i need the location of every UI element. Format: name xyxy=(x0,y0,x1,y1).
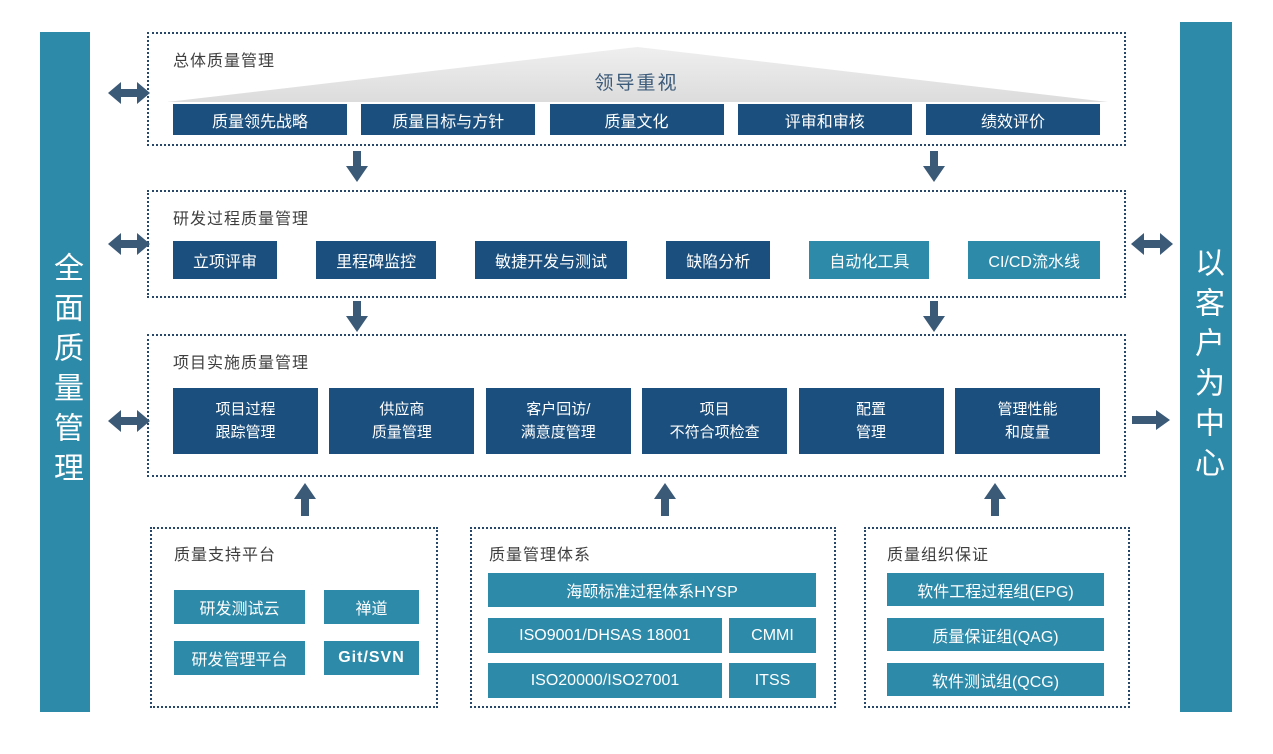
item-line1: 项目 xyxy=(699,400,730,418)
item-rd-test-cloud: 研发测试云 xyxy=(174,590,305,624)
item-rd-management-platform: 研发管理平台 xyxy=(174,641,305,675)
item-quality-strategy: 质量领先战略 xyxy=(173,104,347,135)
item-line1: 供应商 xyxy=(379,400,425,418)
item-performance-eval: 绩效评价 xyxy=(926,104,1100,135)
item-review-audit: 评审和审核 xyxy=(737,104,912,135)
item-milestone-monitoring: 里程碑监控 xyxy=(316,241,437,279)
item-line2: 跟踪管理 xyxy=(215,424,276,441)
item-git-svn: Git/SVN xyxy=(324,641,419,675)
up-arrow-icon xyxy=(654,483,676,516)
item-customer-visit-satisfaction: 客户回访/ 满意度管理 xyxy=(485,388,631,454)
item-configuration-management: 配置 管理 xyxy=(798,388,944,454)
down-arrow-icon xyxy=(923,301,945,332)
item-line2: 满意度管理 xyxy=(520,424,596,441)
section-title: 质量支持平台 xyxy=(174,547,277,564)
item-line2: 质量管理 xyxy=(371,424,432,441)
item-hysp-standard-process: 海颐标准过程体系HYSP xyxy=(488,573,816,607)
item-line2: 和度量 xyxy=(1004,424,1050,441)
down-arrow-icon xyxy=(346,301,368,332)
section-title: 质量管理体系 xyxy=(489,547,592,564)
item-defect-analysis: 缺陷分析 xyxy=(666,241,771,279)
leadership-banner: 领导重视 xyxy=(594,73,679,94)
item-itss: ITSS xyxy=(729,663,816,698)
item-supplier-quality: 供应商 质量管理 xyxy=(329,388,475,454)
double-arrow-icon xyxy=(108,82,150,104)
item-iso20000-iso27001: ISO20000/ISO27001 xyxy=(488,663,722,698)
section-rd-process-quality: 研发过程质量管理 立项评审 里程碑监控 敏捷开发与测试 缺陷分析 自动化工具 C… xyxy=(147,190,1126,298)
section-title: 项目实施质量管理 xyxy=(173,355,310,372)
overall-items-row: 质量领先战略 质量目标与方针 质量文化 评审和审核 绩效评价 xyxy=(173,104,1100,135)
left-bar-total-quality: 全面质量管理 xyxy=(40,32,90,712)
down-arrow-icon xyxy=(346,151,368,182)
up-arrow-icon xyxy=(294,483,316,516)
item-zentao: 禅道 xyxy=(324,590,419,624)
section-project-impl-quality: 项目实施质量管理 项目过程 跟踪管理 供应商 质量管理 客户回访/ 满意度管理 … xyxy=(147,334,1126,477)
up-arrow-icon xyxy=(984,483,1006,516)
double-arrow-icon xyxy=(108,410,150,432)
section-quality-support-platform: 质量支持平台 研发测试云 禅道 研发管理平台 Git/SVN xyxy=(150,527,438,708)
section-title: 总体质量管理 xyxy=(173,53,276,70)
double-arrow-icon xyxy=(1131,233,1173,255)
item-epg-group: 软件工程过程组(EPG) xyxy=(887,573,1104,606)
section-quality-management-system: 质量管理体系 海颐标准过程体系HYSP ISO9001/DHSAS 18001 … xyxy=(470,527,836,708)
item-quality-culture: 质量文化 xyxy=(549,104,724,135)
item-quality-goals: 质量目标与方针 xyxy=(361,104,536,135)
item-project-approval-review: 立项评审 xyxy=(173,241,278,279)
item-qag-group: 质量保证组(QAG) xyxy=(887,618,1104,651)
item-iso9001-dhsas18001: ISO9001/DHSAS 18001 xyxy=(488,618,722,653)
double-arrow-icon xyxy=(108,233,150,255)
section-title: 质量组织保证 xyxy=(887,547,990,564)
item-line1: 管理性能 xyxy=(997,400,1058,418)
item-line1: 配置 xyxy=(856,400,887,418)
item-project-process-tracking: 项目过程 跟踪管理 xyxy=(173,388,318,454)
rd-items-row: 立项评审 里程碑监控 敏捷开发与测试 缺陷分析 自动化工具 CI/CD流水线 xyxy=(173,241,1100,279)
item-automation-tools: 自动化工具 xyxy=(809,241,930,279)
item-line1: 客户回访/ xyxy=(526,400,591,418)
item-cicd-pipeline: CI/CD流水线 xyxy=(968,241,1100,279)
item-cmmi: CMMI xyxy=(729,618,816,653)
item-line1: 项目过程 xyxy=(215,400,276,418)
item-line2: 管理 xyxy=(856,424,887,441)
item-line2: 不符合项检查 xyxy=(669,424,760,441)
right-bar-customer-centric: 以客户为中心 xyxy=(1180,22,1232,712)
right-arrow-icon xyxy=(1132,410,1170,430)
down-arrow-icon xyxy=(923,151,945,182)
item-nonconformance-check: 项目 不符合项检查 xyxy=(642,388,788,454)
item-qcg-group: 软件测试组(QCG) xyxy=(887,663,1104,696)
impl-items-row: 项目过程 跟踪管理 供应商 质量管理 客户回访/ 满意度管理 项目 不符合项检查… xyxy=(173,388,1100,454)
section-overall-quality: 总体质量管理 领导重视 质量领先战略 质量目标与方针 质量文化 评审和审核 绩效… xyxy=(147,32,1126,146)
item-agile-dev-test: 敏捷开发与测试 xyxy=(475,241,628,279)
section-title: 研发过程质量管理 xyxy=(173,211,310,228)
section-quality-org-assurance: 质量组织保证 软件工程过程组(EPG) 质量保证组(QAG) 软件测试组(QCG… xyxy=(864,527,1130,708)
item-management-performance-measure: 管理性能 和度量 xyxy=(954,388,1100,454)
